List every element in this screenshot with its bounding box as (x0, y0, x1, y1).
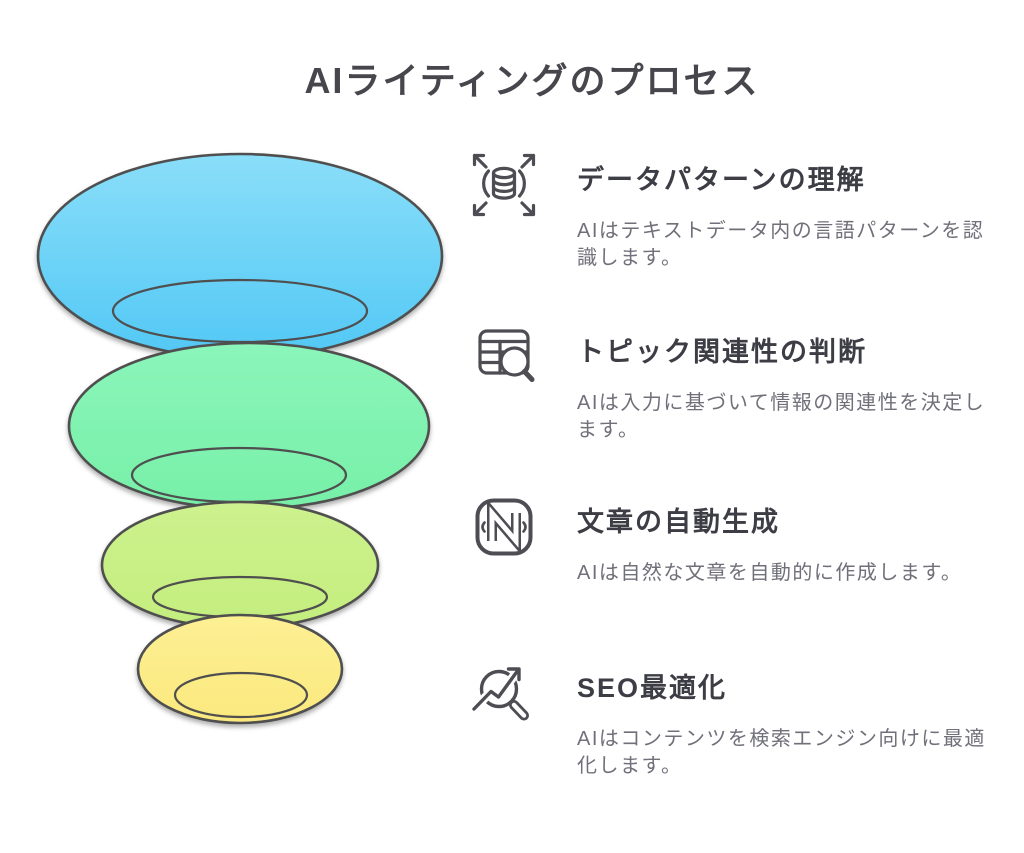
step-text-3: 文章の自動生成 AIは自然な文章を自動的に作成します。 (577, 490, 987, 587)
step-description-2: AIは入力に基づいて情報の関連性を決定します。 (577, 391, 986, 441)
step-description-1: AIはテキストデータ内の言語パターンを認識します。 (577, 219, 985, 269)
step-text-2: トピック関連性の判断 AIは入力に基づいて情報の関連性を決定します。 (577, 320, 987, 444)
step-description-4: AIはコンテンツを検索エンジン向けに最適化します。 (577, 727, 986, 777)
step-title-4: SEO最適化 (577, 673, 728, 703)
step-title-3: 文章の自動生成 (577, 507, 780, 537)
funnel-level-4 (136, 613, 344, 725)
funnel-level-4-rim (173, 671, 309, 719)
step-text-4: SEO最適化 AIはコンテンツを検索エンジン向けに最適化します。 (577, 656, 987, 780)
page-title: AIライティングのプロセス (304, 60, 760, 101)
step-description-3: AIは自然な文章を自動的に作成します。 (577, 561, 963, 584)
expand-database-icon (467, 148, 541, 222)
seo-analytics-icon (467, 656, 541, 730)
funnel-diagram (36, 152, 444, 725)
step-item-2: トピック関連性の判断 AIは入力に基づいて情報の関連性を決定します。 (467, 320, 1023, 444)
step-title-1: データパターンの理解 (577, 165, 866, 195)
step-item-3: 文章の自動生成 AIは自然な文章を自動的に作成します。 (467, 490, 1023, 587)
step-title-2: トピック関連性の判断 (577, 337, 867, 367)
step-item-4: SEO最適化 AIはコンテンツを検索エンジン向けに最適化します。 (467, 656, 1023, 780)
auto-text-icon (467, 490, 541, 564)
step-item-1: データパターンの理解 AIはテキストデータ内の言語パターンを認識します。 (467, 148, 1023, 272)
step-text-1: データパターンの理解 AIはテキストデータ内の言語パターンを認識します。 (577, 148, 987, 272)
table-search-icon (467, 320, 541, 394)
